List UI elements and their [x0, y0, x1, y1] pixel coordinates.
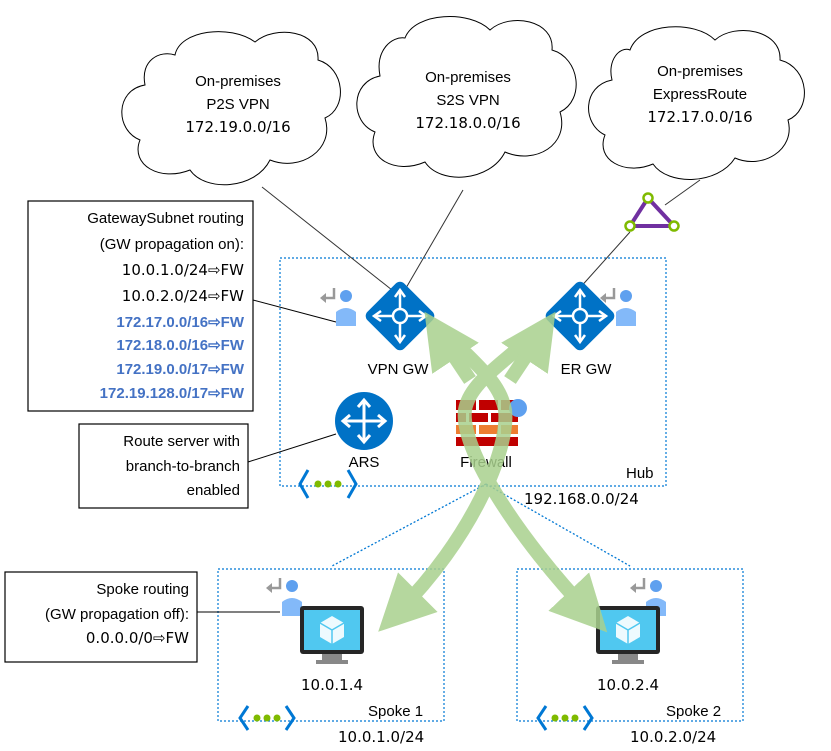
peering-line	[331, 483, 487, 567]
route-table-icon	[600, 288, 636, 326]
route-entry-highlighted: 172.19.128.0/17⇨FW	[100, 385, 245, 402]
spoke-routing-box: Spoke routing (GW propagation off): 0.0.…	[4, 571, 198, 663]
vpn-gateway-label: VPN GW	[368, 361, 430, 378]
er-gateway-label: ER GW	[561, 361, 613, 378]
cloud-s2s: On-premises S2S VPN 172.18.0.0/16	[356, 16, 577, 178]
cloud-p2s-line1: On-premises	[195, 73, 281, 90]
flow-arrow-to-vpngw	[424, 311, 479, 384]
gateway-routing-title2: (GW propagation on):	[100, 236, 244, 253]
ars-box: Route server with branch-to-branch enabl…	[78, 423, 249, 509]
route-table-icon	[320, 288, 356, 326]
route-server-icon	[335, 392, 393, 450]
s2s-connection	[405, 189, 464, 289]
spoke1-label: Spoke 1	[368, 703, 423, 720]
cloud-p2s: On-premises P2S VPN 172.19.0.0/16	[121, 31, 341, 186]
route-table-icon	[266, 578, 302, 616]
spoke2-cidr: 10.0.2.0/24	[630, 728, 716, 746]
cloud-s2s-line3: 172.18.0.0/16	[415, 114, 520, 132]
spoke2-label: Spoke 2	[666, 703, 721, 720]
route-server-label: ARS	[349, 454, 380, 471]
ars-callout-line	[247, 433, 337, 463]
cloud-s2s-line1: On-premises	[425, 69, 511, 86]
gateway-routing-title1: GatewaySubnet routing	[87, 210, 244, 227]
cloud-er-line3: 172.17.0.0/16	[647, 108, 752, 126]
ars-box-line1: Route server with	[123, 433, 240, 450]
p2s-connection	[261, 186, 393, 291]
vnet-icon	[536, 705, 594, 731]
route-entry-highlighted: 172.19.0.0/17⇨FW	[116, 361, 244, 378]
spoke2-vnet: Spoke 2 10.0.2.0/24	[516, 568, 744, 746]
hub-label: Hub	[626, 465, 654, 482]
spoke-routing-line3: 0.0.0.0/0⇨FW	[86, 629, 189, 647]
ars-box-line2: branch-to-branch	[126, 458, 240, 475]
vpn-gateway-icon	[365, 281, 435, 351]
route-entry-highlighted: 172.17.0.0/16⇨FW	[116, 314, 244, 331]
cloud-er-line2: ExpressRoute	[653, 86, 747, 103]
spoke-routing-line1: Spoke routing	[96, 581, 189, 598]
route-entry: 10.0.2.0/24⇨FW	[122, 287, 244, 305]
er-connection	[664, 179, 701, 206]
spoke1-vnet: Spoke 1 10.0.1.0/24	[217, 568, 445, 746]
cloud-p2s-line3: 172.19.0.0/16	[185, 118, 290, 136]
er-circuit-connection	[577, 231, 631, 291]
hub-vnet: Hub 192.168.0.0/24	[279, 257, 667, 508]
vnet-icon	[238, 705, 296, 731]
spoke1-cidr: 10.0.1.0/24	[338, 728, 424, 746]
route-entry-highlighted: 172.18.0.0/16⇨FW	[116, 337, 244, 354]
cloud-er-line1: On-premises	[657, 63, 743, 80]
spoke-routing-line2: (GW propagation off):	[45, 606, 189, 623]
ars-box-line3: enabled	[187, 482, 240, 499]
vm-icon	[596, 606, 660, 664]
vm1-ip: 10.0.1.4	[301, 676, 363, 694]
cloud-s2s-line2: S2S VPN	[436, 92, 499, 109]
cloud-p2s-line2: P2S VPN	[206, 96, 269, 113]
expressroute-circuit-icon	[624, 192, 680, 232]
vm-icon	[300, 606, 364, 664]
vm2-ip: 10.0.2.4	[597, 676, 659, 694]
cloud-er: On-premises ExpressRoute 172.17.0.0/16	[588, 26, 805, 180]
vnet-icon	[298, 469, 358, 499]
gateway-callout-line	[252, 299, 337, 323]
hub-cidr: 192.168.0.0/24	[524, 490, 639, 508]
gateway-routing-box: GatewaySubnet routing (GW propagation on…	[27, 200, 254, 412]
flow-arrow-to-ergw	[501, 311, 556, 384]
route-entry: 10.0.1.0/24⇨FW	[122, 261, 244, 279]
traffic-flows	[378, 311, 608, 633]
er-gateway-icon	[545, 281, 615, 351]
